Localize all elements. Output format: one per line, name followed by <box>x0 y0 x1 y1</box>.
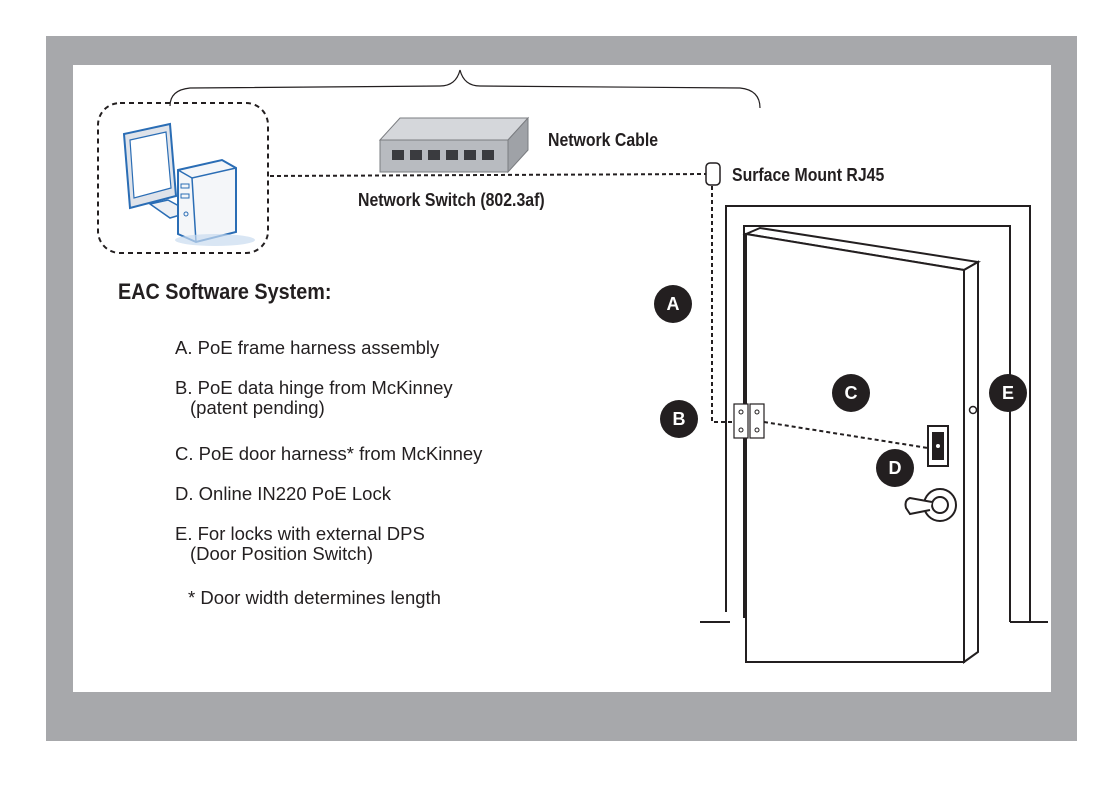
computer-dashed-box <box>97 102 269 254</box>
network-switch-icon <box>378 116 530 174</box>
legend-item-b-note: (patent pending) <box>190 397 325 418</box>
legend-item-c: C. PoE door harness* from McKinney <box>175 444 482 464</box>
data-hinge <box>733 403 765 439</box>
badge-c: C <box>832 374 870 412</box>
legend-item-e-text: E. For locks with external DPS <box>175 523 425 544</box>
legend-item-c-text: C. PoE door harness* from McKinney <box>175 443 483 464</box>
badge-d: D <box>876 449 914 487</box>
legend-item-e-note: (Door Position Switch) <box>190 543 374 564</box>
badge-b: B <box>660 400 698 438</box>
network-switch-label: Network Switch (802.3af) <box>358 190 545 210</box>
footnote: * Door width determines length <box>188 587 441 608</box>
lever-handle <box>904 488 957 522</box>
lock-unit <box>927 425 949 467</box>
frame-harness-line <box>711 186 738 423</box>
legend-item-a-text: A. PoE frame harness assembly <box>175 337 440 358</box>
door <box>742 226 981 664</box>
legend-item-d: D. Online IN220 PoE Lock <box>175 484 391 504</box>
network-cable-label: Network Cable <box>548 130 659 150</box>
computer-icon <box>122 122 255 246</box>
badge-e: E <box>989 374 1027 412</box>
legend-item-b-text: B. PoE data hinge from McKinney <box>175 377 453 398</box>
legend-item-e: E. For locks with external DPS (Door Pos… <box>175 524 425 564</box>
surface-mount-label: Surface Mount RJ45 <box>732 165 885 185</box>
badge-a: A <box>654 285 692 323</box>
legend-item-d-text: D. Online IN220 PoE Lock <box>175 483 391 504</box>
grouping-brace <box>169 69 761 109</box>
network-cable-line <box>269 173 707 177</box>
rj45-jack <box>705 162 721 186</box>
legend-item-b: B. PoE data hinge from McKinney (patent … <box>175 378 453 418</box>
dps-sensor <box>968 405 978 415</box>
system-heading: EAC Software System: <box>118 279 332 304</box>
legend-item-a: A. PoE frame harness assembly <box>175 338 439 358</box>
